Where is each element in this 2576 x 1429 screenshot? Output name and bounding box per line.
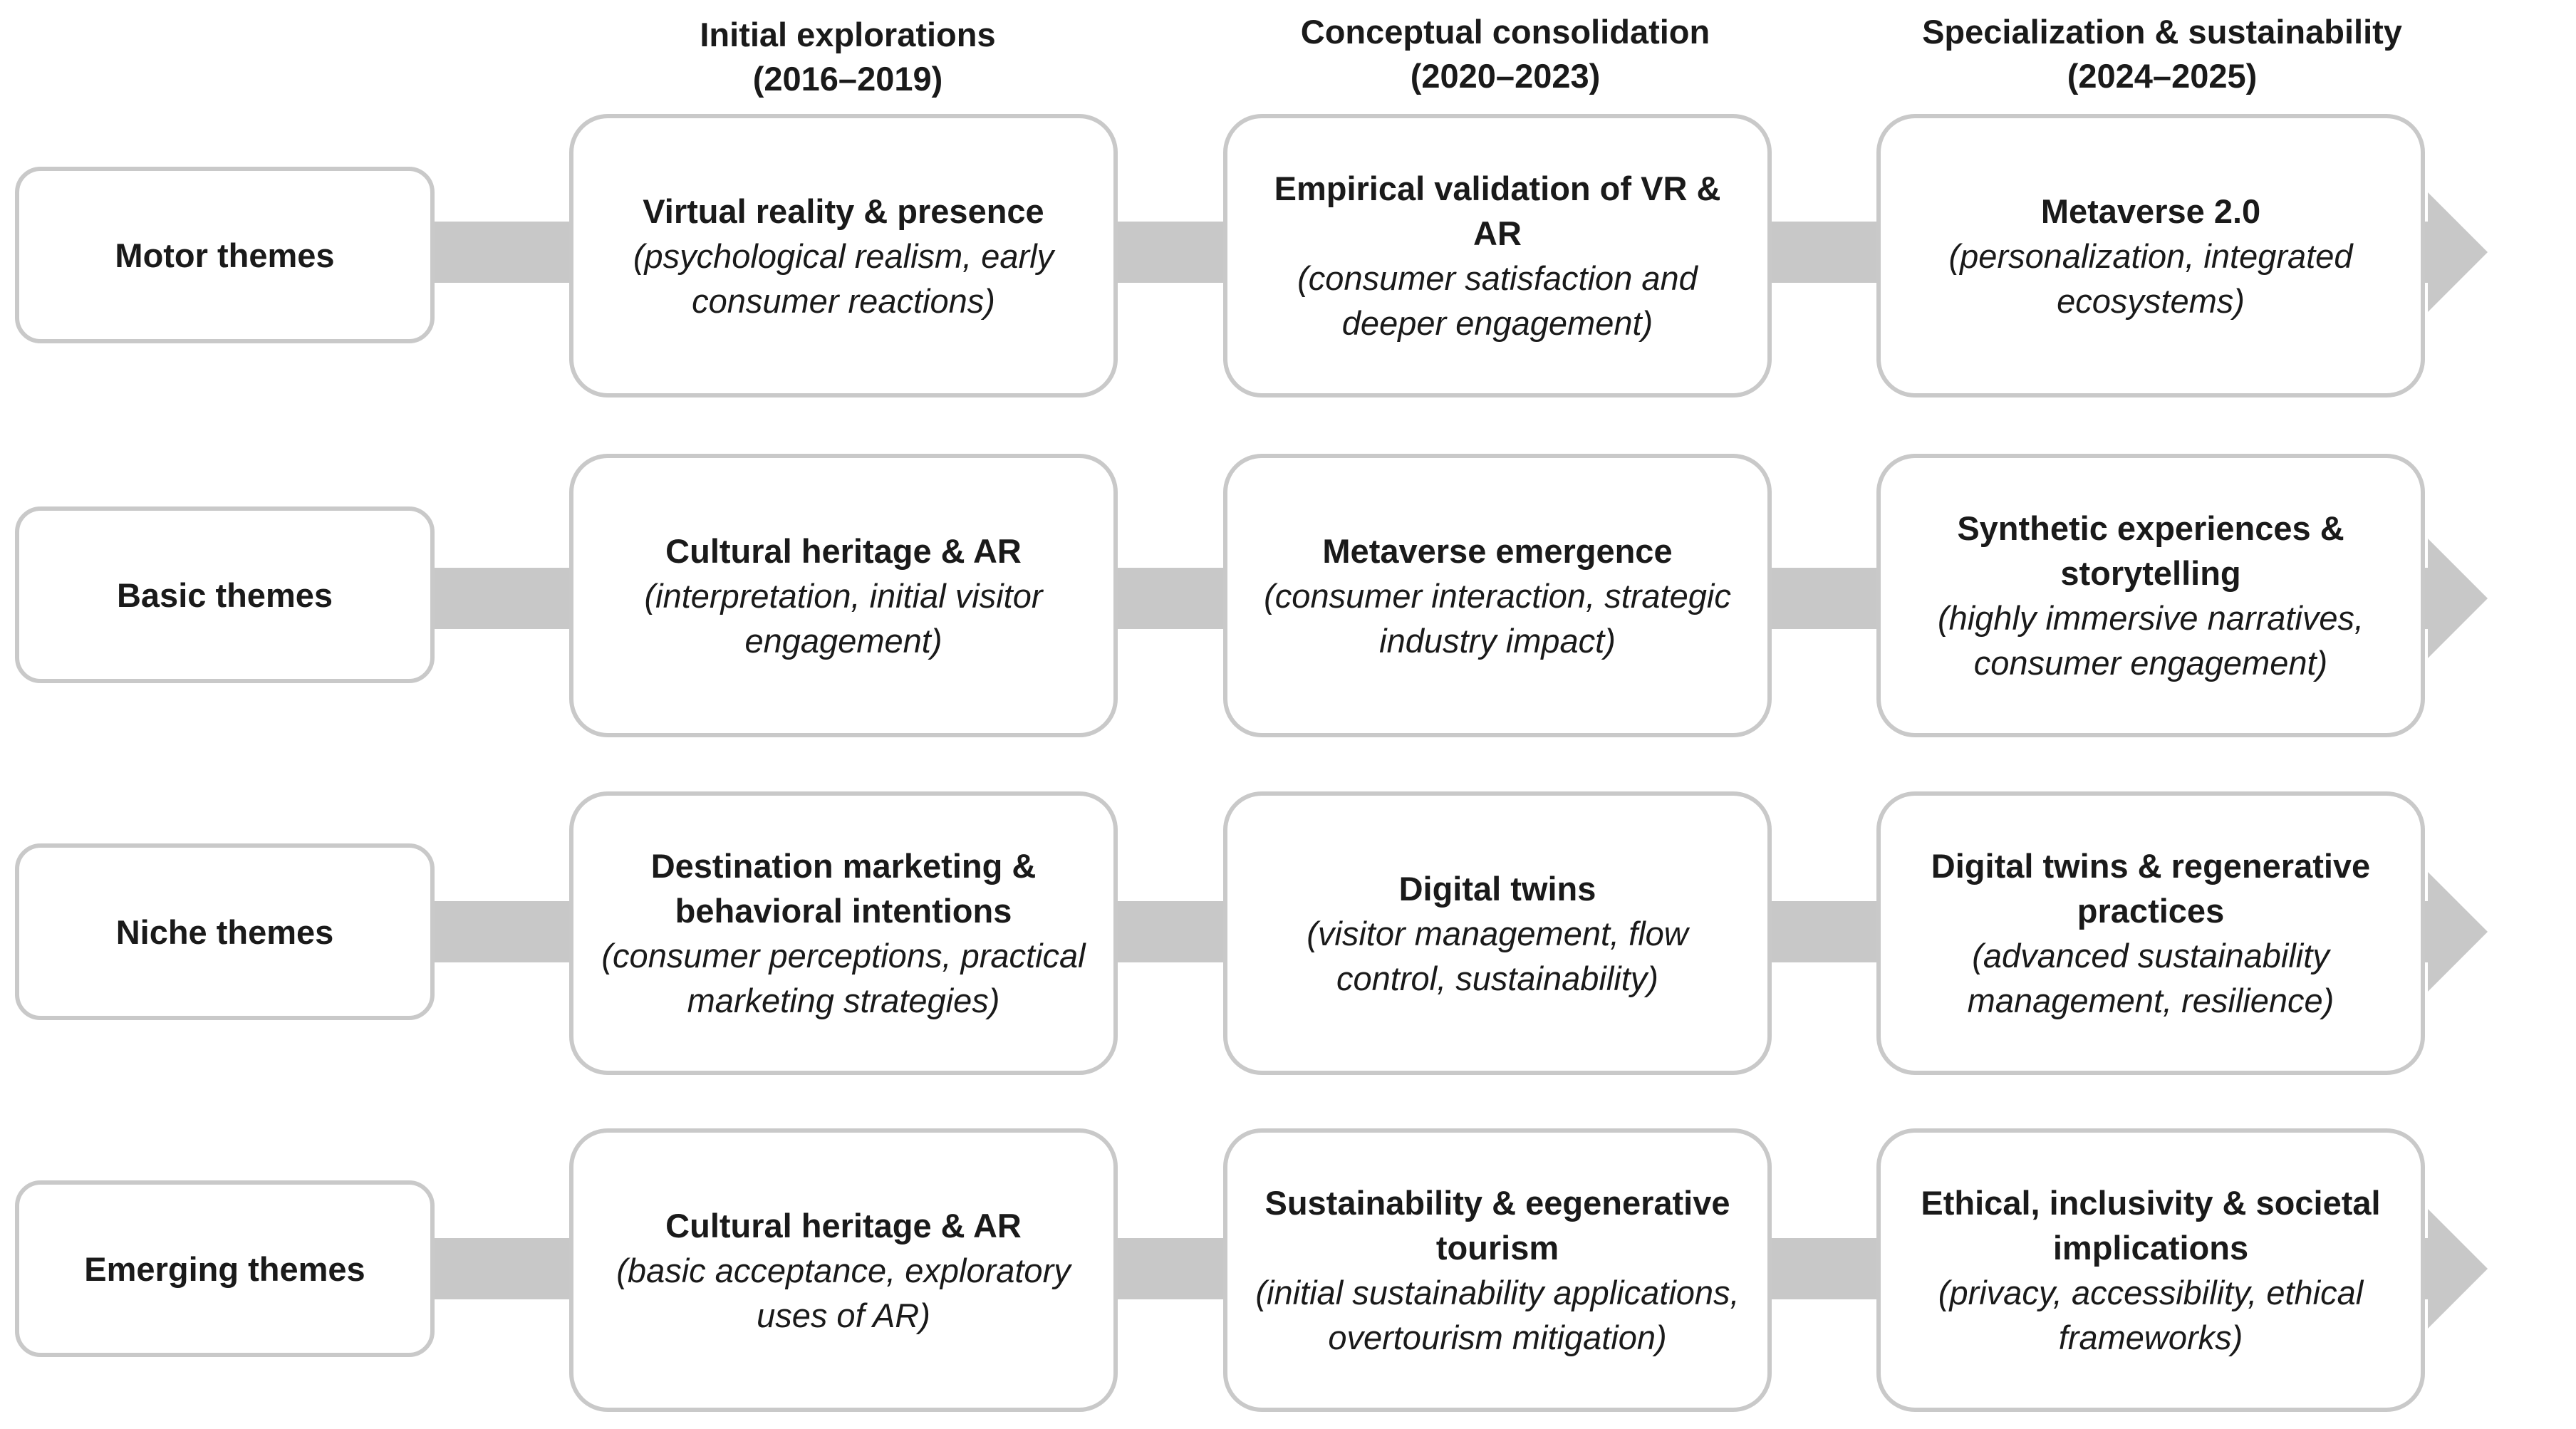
right-arrow-icon bbox=[2428, 1209, 2488, 1329]
stage-box-niche-1: Destination marketing & behavioral inten… bbox=[569, 791, 1118, 1075]
row-label-basic-themes: Basic themes bbox=[15, 506, 435, 683]
row-label-emerging-themes: Emerging themes bbox=[15, 1180, 435, 1357]
stage-box-emerging-2: Sustainability & eegenerative tourism (i… bbox=[1223, 1128, 1772, 1412]
column-title: Initial explorations bbox=[700, 16, 996, 53]
stage-title: Sustainability & eegenerative tourism bbox=[1264, 1184, 1730, 1267]
stage-description: (highly immersive narratives, consumer e… bbox=[1937, 599, 2364, 682]
right-arrow-icon bbox=[2428, 872, 2488, 992]
row-label-motor-themes: Motor themes bbox=[15, 167, 435, 343]
right-arrow-icon bbox=[2428, 192, 2488, 312]
stage-description: (psychological realism, early consumer r… bbox=[633, 237, 1054, 320]
stage-box-motor-3: Metaverse 2.0 (personalization, integrat… bbox=[1876, 114, 2425, 397]
stage-title: Empirical validation of VR & AR bbox=[1274, 170, 1721, 252]
stage-title: Cultural heritage & AR bbox=[665, 531, 1022, 570]
stage-description: (consumer interaction, strategic industr… bbox=[1264, 576, 1731, 660]
column-title: Specialization & sustainability bbox=[1922, 13, 2402, 51]
column-header-specialization-sustainability: Specialization & sustainability (2024–20… bbox=[1870, 10, 2454, 98]
stage-description: (advanced sustainability management, res… bbox=[1967, 937, 2334, 1019]
stage-box-emerging-1: Cultural heritage & AR (basic acceptance… bbox=[569, 1128, 1118, 1412]
stage-description: (interpretation, initial visitor engagem… bbox=[644, 576, 1043, 660]
column-period: (2020–2023) bbox=[1410, 57, 1601, 95]
stage-description: (privacy, accessibility, ethical framewo… bbox=[1938, 1274, 2364, 1356]
stage-title: Metaverse emergence bbox=[1322, 531, 1673, 570]
stage-description: (basic acceptance, exploratory uses of A… bbox=[616, 1251, 1071, 1334]
column-period: (2024–2025) bbox=[2067, 57, 2258, 95]
stage-description: (consumer perceptions, practical marketi… bbox=[601, 937, 1086, 1019]
stage-title: Digital twins bbox=[1398, 869, 1596, 908]
stage-box-basic-2: Metaverse emergence (consumer interactio… bbox=[1223, 454, 1772, 737]
stage-description: (consumer satisfaction and deeper engage… bbox=[1297, 259, 1698, 342]
stage-description: (visitor management, flow control, susta… bbox=[1307, 914, 1688, 997]
stage-title: Virtual reality & presence bbox=[643, 192, 1044, 230]
column-title: Conceptual consolidation bbox=[1300, 13, 1710, 51]
column-header-conceptual-consolidation: Conceptual consolidation (2020–2023) bbox=[1213, 10, 1797, 98]
right-arrow-icon bbox=[2428, 539, 2488, 658]
stage-title: Metaverse 2.0 bbox=[2040, 192, 2261, 230]
stage-title: Cultural heritage & AR bbox=[665, 1206, 1022, 1244]
stage-box-basic-1: Cultural heritage & AR (interpretation, … bbox=[569, 454, 1118, 737]
column-period: (2016–2019) bbox=[752, 60, 943, 98]
stage-box-basic-3: Synthetic experiences & storytelling (hi… bbox=[1876, 454, 2425, 737]
stage-title: Destination marketing & behavioral inten… bbox=[650, 847, 1037, 930]
stage-description: (personalization, integrated ecosystems) bbox=[1948, 237, 2353, 320]
column-header-initial-explorations: Initial explorations (2016–2019) bbox=[556, 13, 1140, 101]
stage-box-motor-2: Empirical validation of VR & AR (consume… bbox=[1223, 114, 1772, 397]
stage-box-motor-1: Virtual reality & presence (psychologica… bbox=[569, 114, 1118, 397]
stage-box-emerging-3: Ethical, inclusivity & societal implicat… bbox=[1876, 1128, 2425, 1412]
stage-box-niche-3: Digital twins & regenerative practices (… bbox=[1876, 791, 2425, 1075]
stage-title: Ethical, inclusivity & societal implicat… bbox=[1921, 1184, 2381, 1267]
stage-description: (initial sustainability applications, ov… bbox=[1255, 1274, 1740, 1356]
stage-box-niche-2: Digital twins (visitor management, flow … bbox=[1223, 791, 1772, 1075]
stage-title: Digital twins & regenerative practices bbox=[1931, 847, 2371, 930]
row-label-niche-themes: Niche themes bbox=[15, 843, 435, 1020]
stage-title: Synthetic experiences & storytelling bbox=[1957, 509, 2344, 592]
